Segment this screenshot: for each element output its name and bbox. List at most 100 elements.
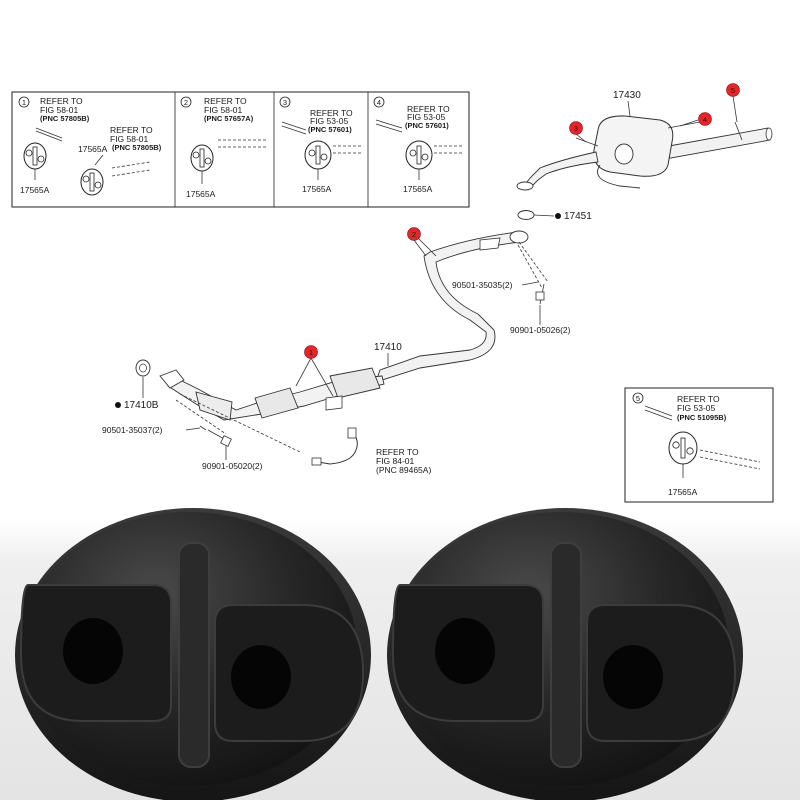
marker-label: 1 xyxy=(309,348,313,357)
fig-ref: FIG 53-05 xyxy=(407,112,446,122)
muffler-inlet xyxy=(614,143,634,165)
rod-line xyxy=(111,169,151,177)
rod-line xyxy=(35,130,63,142)
mounting-line xyxy=(518,241,549,283)
rod-line xyxy=(644,405,673,417)
callout-4: 4 REFER TO FIG 53-05 (PNC 57601) 17565A xyxy=(373,96,463,194)
marker-2: 2 xyxy=(407,227,427,257)
refer-to-label: REFER TO xyxy=(310,108,353,118)
pnc-ref: (PNC 57601) xyxy=(405,121,449,130)
sensor-refer-to: REFER TO xyxy=(376,447,419,457)
hanger-rod xyxy=(417,237,437,257)
callout-5: 5 REFER TO FIG 53-05 (PNC 51095B) 17565A xyxy=(624,387,774,503)
fig-ref: FIG 58-01 xyxy=(40,105,79,115)
rubber-hanger-left xyxy=(15,508,371,800)
hanger-rod xyxy=(575,137,599,147)
rod-line xyxy=(699,456,761,470)
flex-joint xyxy=(254,387,299,419)
sensor-pnc-ref: (PNC 89465A) xyxy=(376,465,431,475)
leader-line xyxy=(94,154,104,166)
part-label: 17565A xyxy=(186,189,216,199)
callout-2: 2 REFER TO FIG 58-01 (PNC 57657A) 17565A xyxy=(180,96,268,199)
part-label: 17565A xyxy=(20,185,50,195)
rod-line xyxy=(699,449,761,463)
part-label-muffler: 17430 xyxy=(613,90,641,101)
fig-ref: FIG 58-01 xyxy=(204,105,243,115)
callout-index: 2 xyxy=(184,98,188,107)
part-label: 17565A xyxy=(78,144,108,154)
refer-to-label: REFER TO xyxy=(204,96,247,106)
fig-ref: FIG 53-05 xyxy=(677,403,716,413)
muffler-body xyxy=(593,115,674,177)
pnc-ref: (PNC 57805B) xyxy=(40,114,90,123)
refer-to-label: REFER TO xyxy=(677,394,720,404)
rod-line xyxy=(35,127,63,139)
part-label: 17565A xyxy=(302,184,332,194)
part-label-center-pipe: 17410 xyxy=(374,342,402,353)
refer-to-label: REFER TO xyxy=(40,96,83,106)
hanger-icon xyxy=(190,144,214,172)
sensor-fig-ref: FIG 84-01 xyxy=(376,456,415,466)
callout-index: 1 xyxy=(22,98,26,107)
center-pipe xyxy=(375,231,521,383)
hanger-icon xyxy=(668,431,698,465)
gasket-rear xyxy=(517,210,535,220)
callout-index-circle xyxy=(632,392,644,404)
marker-label: 2 xyxy=(412,230,416,239)
callout-index-circle xyxy=(18,96,30,108)
callout-1: 1 REFER TO FIG 58-01 (PNC 57805B) REFER … xyxy=(18,96,162,196)
marker-5: 5 xyxy=(726,83,740,123)
callout-index-circle xyxy=(373,96,385,108)
pnc-ref: (PNC 57805B) xyxy=(112,143,162,152)
refer-to-label: REFER TO xyxy=(110,125,153,135)
part-label: 17565A xyxy=(668,487,698,497)
marker-label: 5 xyxy=(731,86,735,95)
part-label-bolt-rear: 90501-35035(2) xyxy=(452,280,513,290)
bolt-front xyxy=(199,425,232,447)
leader-line xyxy=(185,427,201,431)
catalytic-converter xyxy=(329,367,381,399)
front-pipe-flex xyxy=(195,391,233,421)
tail-pipe-end xyxy=(765,127,773,141)
marker-4: 4 xyxy=(679,112,712,127)
oxygen-sensor-plug xyxy=(311,457,322,466)
center-pipe-flange xyxy=(509,230,529,244)
leader-line xyxy=(533,214,555,217)
nut-rear xyxy=(535,283,545,305)
marker-label: 3 xyxy=(574,124,578,133)
rubber-hanger-right xyxy=(387,508,743,800)
callout-panel-frame xyxy=(624,387,774,503)
hanger-rod xyxy=(734,121,743,141)
hanger-icon xyxy=(23,142,47,170)
refer-to-label: REFER TO xyxy=(407,104,450,114)
leader-line xyxy=(521,281,539,286)
markers: 1 2 3 4 5 xyxy=(295,83,740,397)
part-labels: 17430 17451 90501-35035(2) 90901-05026(2… xyxy=(102,90,641,475)
oxygen-sensor xyxy=(347,427,357,439)
callout-3: 3 REFER TO FIG 53-05 (PNC 57601) 17565A xyxy=(279,96,363,194)
exhaust-assembly xyxy=(135,115,773,466)
hanger-icon xyxy=(405,140,433,170)
intermediate-pipe xyxy=(523,151,599,191)
fig-ref: FIG 53-05 xyxy=(310,116,349,126)
muffler-bracket xyxy=(597,164,641,189)
pipe-bracket xyxy=(479,237,501,251)
tail-pipe xyxy=(657,127,771,161)
pnc-ref: (PNC 57601) xyxy=(308,125,352,134)
leader-line xyxy=(627,100,631,117)
part-label-nut-rear: 90901-05026(2) xyxy=(510,325,571,335)
part-label-bolt-front: 90501-35037(2) xyxy=(102,425,163,435)
hanger-icon xyxy=(304,140,332,170)
pipe-bracket xyxy=(325,395,343,411)
part-label-gasket-front: 17410B xyxy=(124,400,159,411)
callout-index: 3 xyxy=(283,98,287,107)
rod-line xyxy=(375,119,403,129)
marker-label: 4 xyxy=(703,115,707,124)
rear-flange xyxy=(516,181,534,191)
bullet-icon xyxy=(555,213,561,219)
hanger-icon xyxy=(80,168,104,196)
rod-line xyxy=(375,123,403,133)
marker-3: 3 xyxy=(569,121,587,143)
